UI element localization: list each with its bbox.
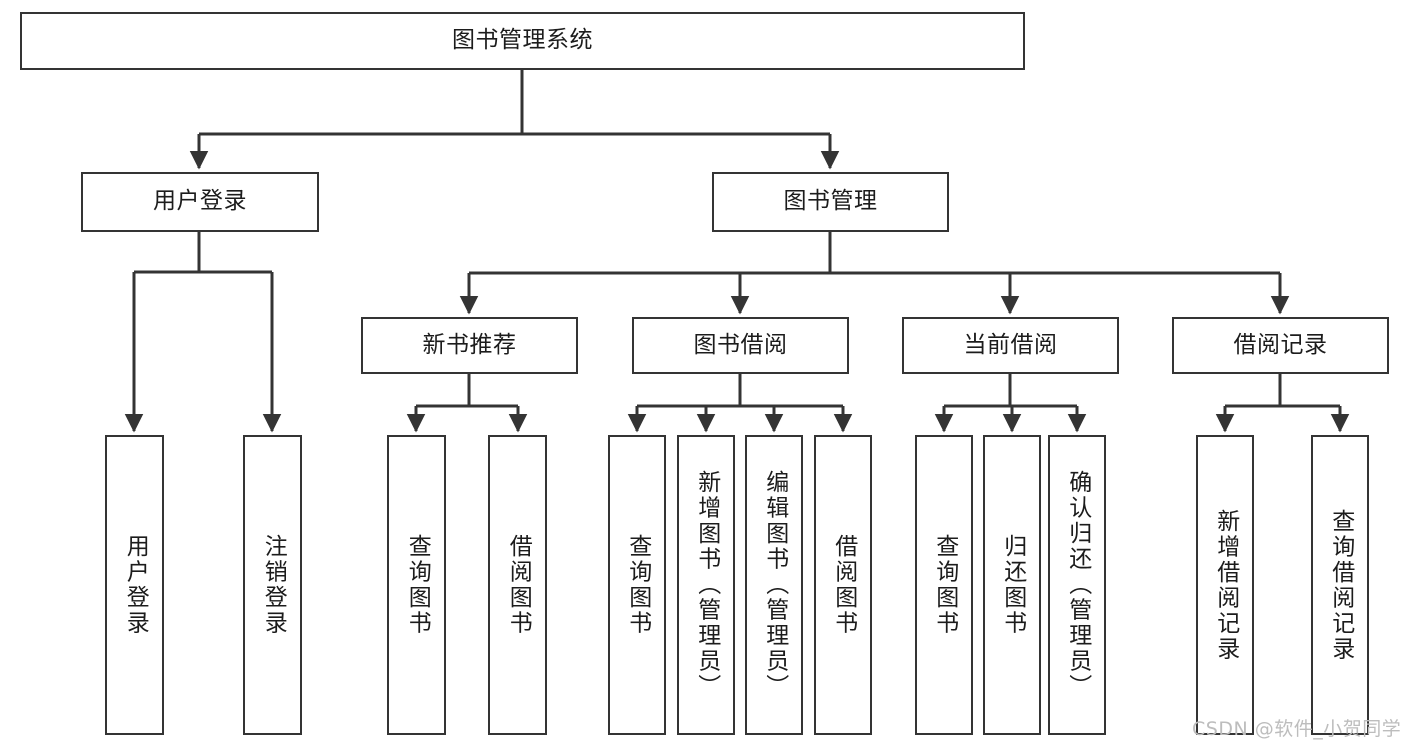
- node-leaf-borrow-book-label: 借阅图书: [830, 534, 857, 636]
- node-leaf-borrow-book-rec[interactable]: 借阅图书: [488, 435, 547, 735]
- node-root-label: 图书管理系统: [452, 27, 593, 54]
- node-user-login-label: 用户登录: [153, 188, 247, 215]
- node-book-borrow-label: 图书借阅: [693, 331, 788, 358]
- node-borrow-record[interactable]: 借阅记录: [1172, 317, 1389, 374]
- node-leaf-add-record[interactable]: 新增借阅记录: [1196, 435, 1254, 735]
- node-leaf-query-book-borrow[interactable]: 查询图书: [608, 435, 666, 735]
- node-new-book-rec-label: 新书推荐: [422, 331, 517, 358]
- node-leaf-return-book[interactable]: 归还图书: [983, 435, 1041, 735]
- node-book-manage[interactable]: 图书管理: [712, 172, 949, 232]
- node-leaf-user-login-label: 用户登录: [122, 534, 149, 636]
- node-new-book-rec[interactable]: 新书推荐: [361, 317, 578, 374]
- node-book-manage-label: 图书管理: [783, 188, 878, 215]
- node-book-borrow[interactable]: 图书借阅: [632, 317, 849, 374]
- node-borrow-record-label: 借阅记录: [1233, 331, 1328, 358]
- node-current-borrow-label: 当前借阅: [963, 331, 1058, 358]
- node-leaf-user-login[interactable]: 用户登录: [105, 435, 164, 735]
- node-leaf-query-book-cur[interactable]: 查询图书: [915, 435, 973, 735]
- node-leaf-confirm-return-label: 确认归还（管理员）: [1064, 470, 1091, 700]
- node-current-borrow[interactable]: 当前借阅: [902, 317, 1119, 374]
- node-leaf-borrow-book[interactable]: 借阅图书: [814, 435, 872, 735]
- node-leaf-borrow-book-rec-label: 借阅图书: [505, 534, 532, 636]
- node-leaf-query-book-rec-label: 查询图书: [404, 534, 431, 636]
- node-leaf-user-logout-label: 注销登录: [260, 534, 287, 636]
- node-leaf-edit-book-label: 编辑图书（管理员）: [761, 470, 788, 700]
- node-leaf-edit-book[interactable]: 编辑图书（管理员）: [745, 435, 803, 735]
- csdn-watermark: CSDN @软件_小贺同学: [1192, 718, 1402, 740]
- node-leaf-query-book-rec[interactable]: 查询图书: [387, 435, 446, 735]
- node-leaf-user-logout[interactable]: 注销登录: [243, 435, 302, 735]
- node-user-login[interactable]: 用户登录: [81, 172, 319, 232]
- node-leaf-add-record-label: 新增借阅记录: [1212, 508, 1239, 662]
- node-leaf-query-record-label: 查询借阅记录: [1327, 508, 1354, 662]
- node-root[interactable]: 图书管理系统: [20, 12, 1025, 70]
- node-leaf-query-record[interactable]: 查询借阅记录: [1311, 435, 1369, 735]
- node-leaf-query-book-borrow-label: 查询图书: [624, 534, 651, 636]
- node-leaf-add-book[interactable]: 新增图书（管理员）: [677, 435, 735, 735]
- node-leaf-query-book-cur-label: 查询图书: [931, 534, 958, 636]
- node-leaf-add-book-label: 新增图书（管理员）: [693, 470, 720, 700]
- node-leaf-return-book-label: 归还图书: [999, 534, 1026, 636]
- node-leaf-confirm-return[interactable]: 确认归还（管理员）: [1048, 435, 1106, 735]
